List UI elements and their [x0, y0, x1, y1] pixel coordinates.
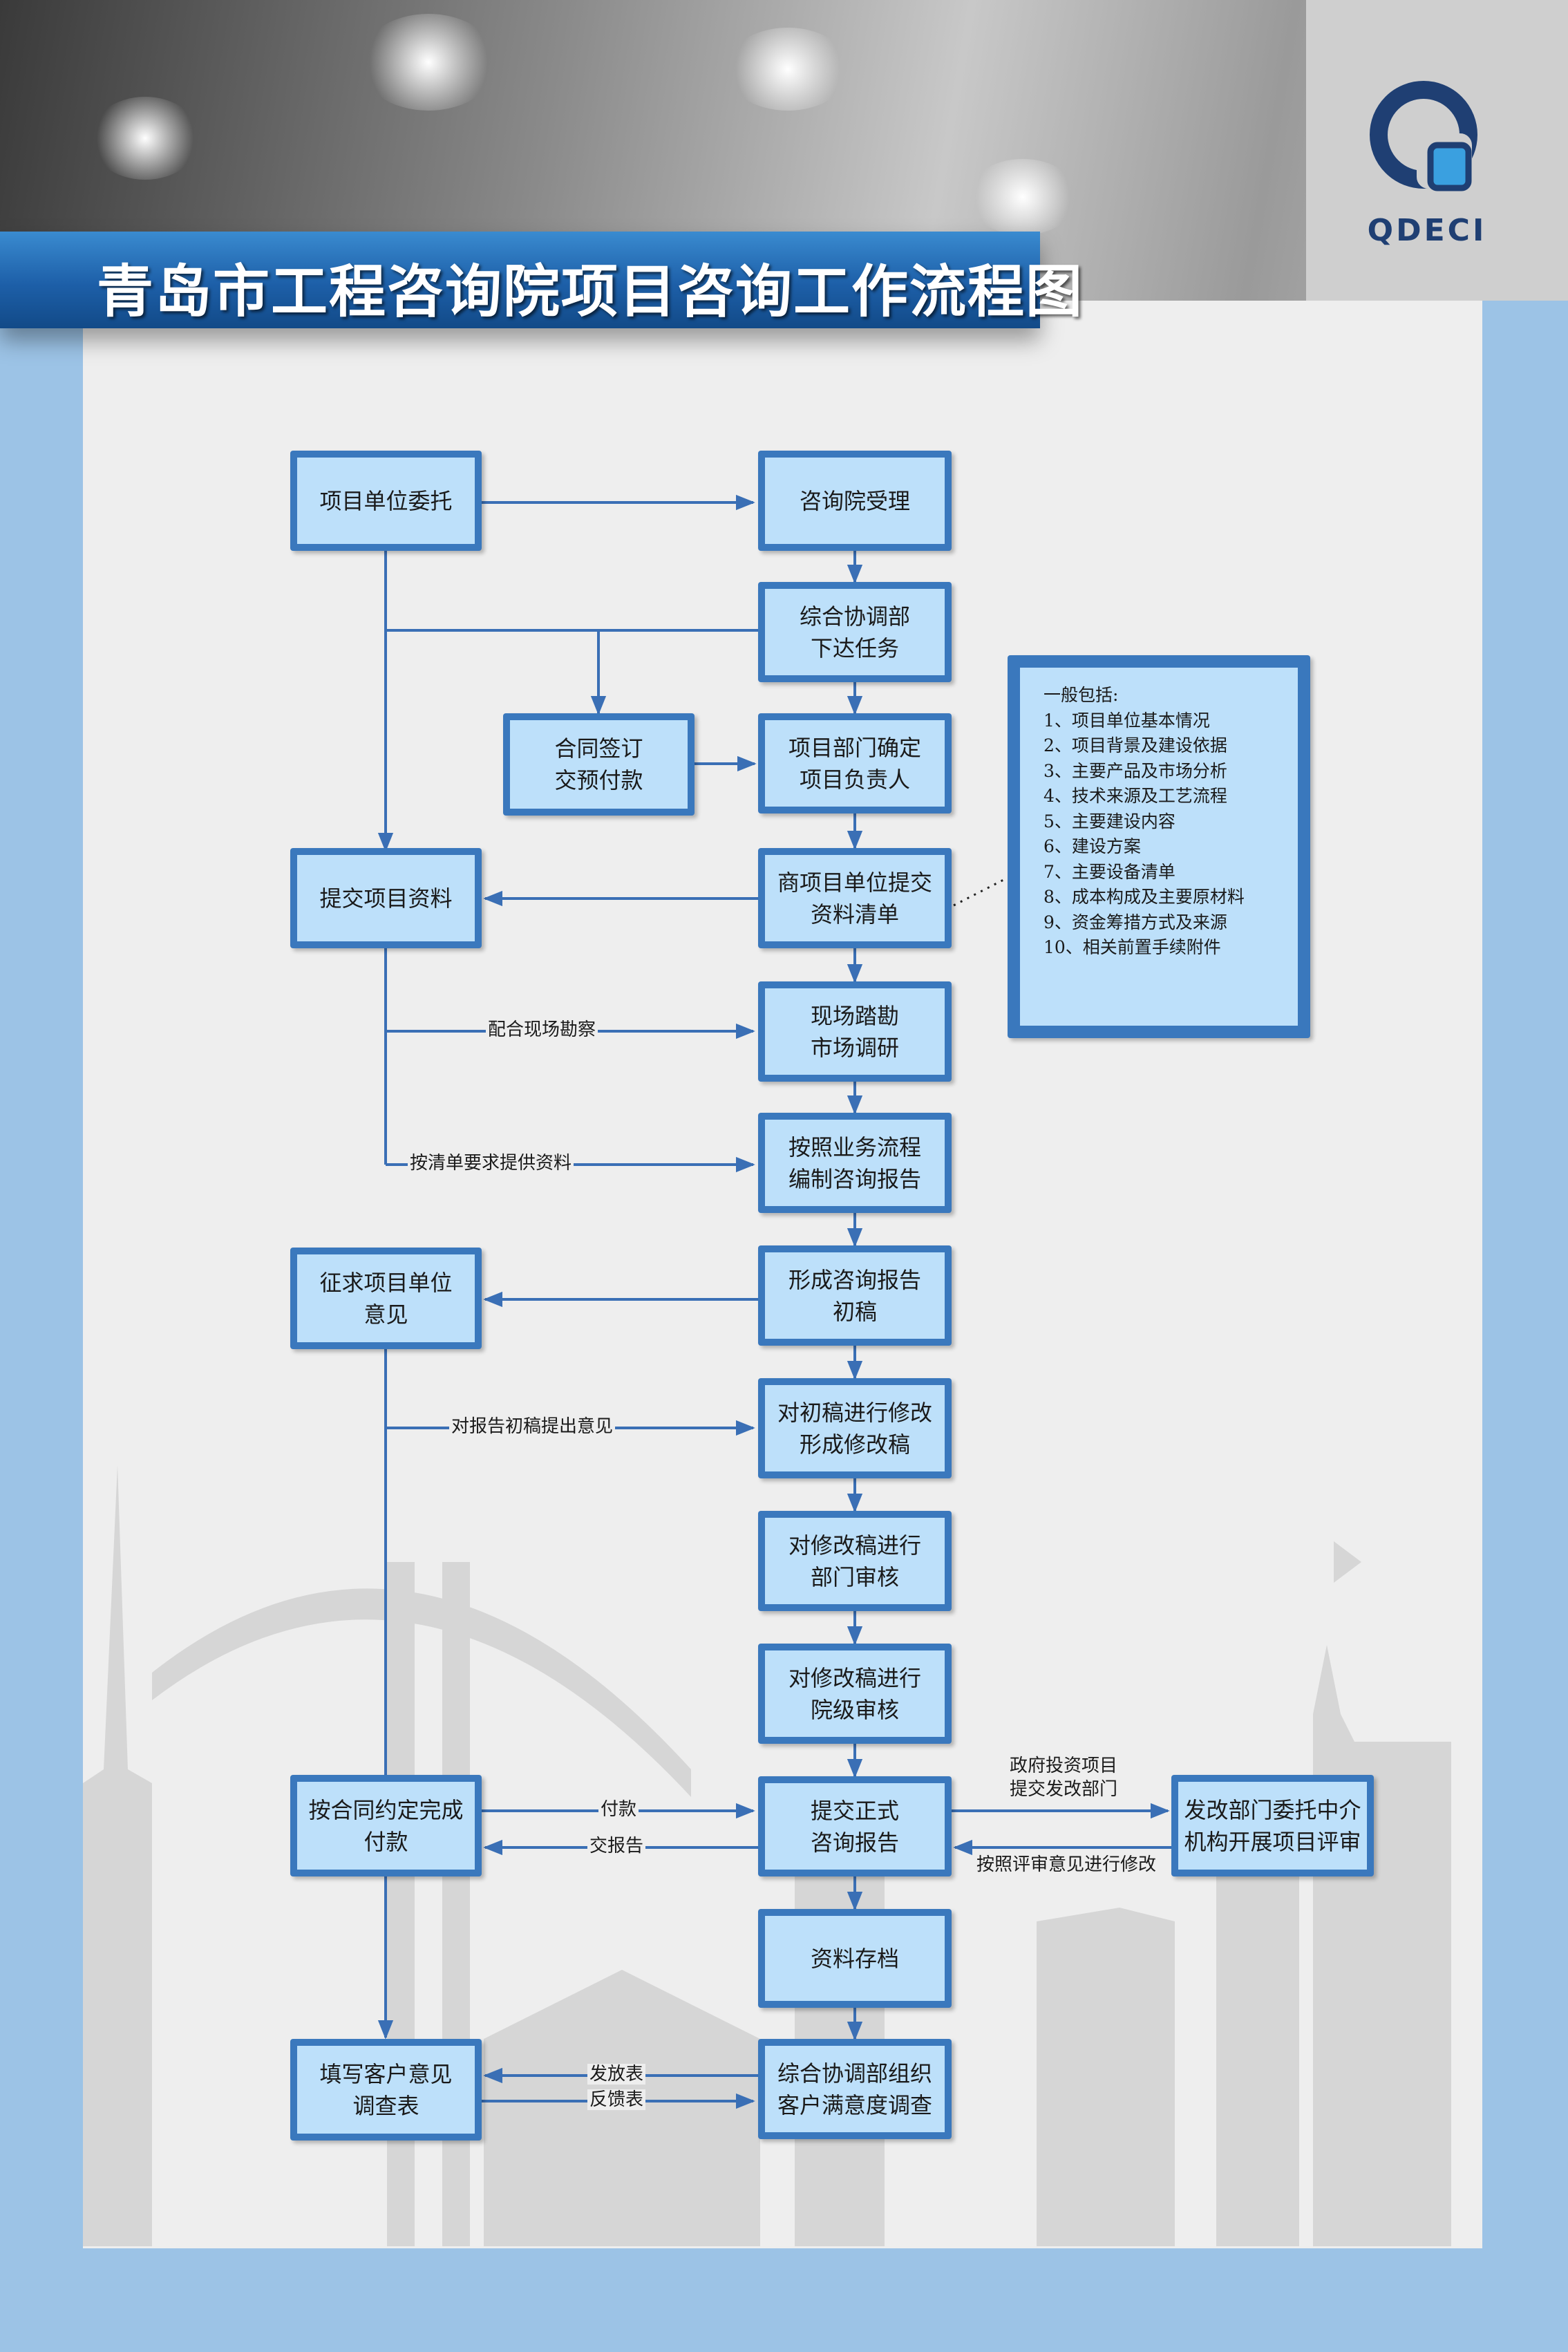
box-text: 按合同约定完成 — [308, 1796, 464, 1823]
box-text: 对初稿进行修改 — [777, 1399, 932, 1426]
box-text: 项目部门确定 — [788, 734, 921, 761]
box-institute-review: 对修改稿进行院级审核 — [758, 1644, 952, 1744]
title-bar — [0, 232, 1040, 328]
note-item: 7、主要设备清单 — [1043, 861, 1175, 882]
box-text: 资料存档 — [810, 1945, 899, 1972]
box-text: 机构开展项目评审 — [1184, 1828, 1361, 1855]
note-connector — [953, 876, 1008, 907]
qdeci-logo-icon — [1370, 81, 1477, 191]
box-contract-payment: 按合同约定完成付款 — [290, 1775, 482, 1876]
material-list-note: 一般包括: 1、项目单位基本情况 2、项目背景及建设依据 3、主要产品及市场分析… — [1008, 655, 1310, 1038]
box-ndrc-review: 发改部门委托中介机构开展项目评审 — [1171, 1775, 1374, 1876]
skyline-background — [83, 1465, 1451, 2246]
box-solicit-opinion: 征求项目单位意见 — [290, 1248, 482, 1349]
edge-label: 交报告 — [587, 1836, 646, 1856]
box-text: 交预付款 — [554, 767, 643, 793]
box-text: 市场调研 — [810, 1034, 899, 1061]
box-text: 合同签订 — [554, 735, 643, 762]
box-coord-assign: 综合协调部下达任务 — [758, 582, 952, 682]
box-text: 编制咨询报告 — [788, 1165, 921, 1192]
edge-label: 配合现场勘察 — [486, 1019, 598, 1040]
note-item: 8、成本构成及主要原材料 — [1043, 887, 1245, 907]
box-text: 客户满意度调查 — [777, 2091, 932, 2118]
box-contract-sign: 合同签订交预付款 — [503, 713, 695, 816]
box-text: 综合协调部组织 — [777, 2060, 932, 2087]
box-text: 资料清单 — [810, 901, 899, 928]
box-text: 提交项目资料 — [319, 885, 453, 912]
box-text: 部门审核 — [810, 1563, 899, 1590]
box-text: 现场踏勘 — [810, 1002, 899, 1029]
box-site-survey: 现场踏勘市场调研 — [758, 981, 952, 1082]
box-text: 综合协调部 — [799, 603, 910, 630]
box-text: 初稿 — [832, 1298, 877, 1325]
box-text: 对修改稿进行 — [788, 1532, 921, 1559]
box-text: 对修改稿进行 — [788, 1664, 921, 1691]
box-client-entrust: 项目单位委托 — [290, 451, 482, 551]
note-item: 6、建设方案 — [1043, 836, 1141, 856]
box-text: 院级审核 — [810, 1696, 899, 1723]
box-material-list: 商项目单位提交资料清单 — [758, 848, 952, 948]
box-text: 项目单位委托 — [319, 487, 453, 514]
edge-label: 按照评审意见进行修改 — [976, 1854, 1157, 1875]
page-title: 青岛市工程咨询院项目咨询工作流程图 — [97, 259, 1084, 325]
box-text: 调查表 — [352, 2092, 419, 2119]
edge-label: 对报告初稿提出意见 — [449, 1416, 616, 1437]
note-item: 3、主要产品及市场分析 — [1043, 760, 1227, 781]
box-institute-accept: 咨询院受理 — [758, 451, 952, 551]
box-fill-survey: 填写客户意见调查表 — [290, 2039, 482, 2141]
edge-label: 付款 — [598, 1799, 639, 1820]
box-text: 征求项目单位 — [319, 1269, 453, 1296]
edge-label: 政府投资项目 — [1010, 1756, 1118, 1776]
box-dept-review: 对修改稿进行部门审核 — [758, 1511, 952, 1611]
box-text: 填写客户意见 — [319, 2060, 453, 2087]
box-text: 付款 — [363, 1828, 408, 1855]
note-item: 4、技术来源及工艺流程 — [1043, 786, 1227, 806]
edge-label: 反馈表 — [587, 2089, 646, 2110]
box-text: 咨询报告 — [810, 1829, 899, 1856]
box-compile-report: 按照业务流程编制咨询报告 — [758, 1113, 952, 1213]
note-heading: 一般包括: — [1043, 685, 1119, 705]
note-item: 10、相关前置手续附件 — [1043, 937, 1221, 957]
box-archive: 资料存档 — [758, 1909, 952, 2008]
note-item: 5、主要建设内容 — [1043, 811, 1175, 831]
box-formal-report: 提交正式咨询报告 — [758, 1776, 952, 1876]
box-revise-draft: 对初稿进行修改形成修改稿 — [758, 1378, 952, 1478]
box-text: 形成咨询报告 — [788, 1266, 921, 1293]
box-submit-materials: 提交项目资料 — [290, 848, 482, 948]
box-text: 提交正式 — [810, 1797, 899, 1824]
edge-label: 发放表 — [587, 2064, 646, 2085]
box-text: 下达任务 — [810, 634, 899, 661]
box-text: 意见 — [363, 1301, 408, 1328]
note-item: 1、项目单位基本情况 — [1043, 710, 1210, 731]
box-text: 形成修改稿 — [799, 1431, 910, 1458]
box-text: 发改部门委托中介 — [1184, 1796, 1361, 1823]
logo-text: QDECI — [1367, 213, 1487, 248]
box-text: 咨询院受理 — [799, 487, 910, 514]
edge-label: 提交发改部门 — [1010, 1779, 1118, 1800]
box-satisfaction-survey: 综合协调部组织客户满意度调查 — [758, 2039, 952, 2139]
box-draft-report: 形成咨询报告初稿 — [758, 1245, 952, 1346]
box-text: 商项目单位提交 — [777, 869, 932, 896]
edge-label: 按清单要求提供资料 — [408, 1153, 574, 1174]
box-dept-lead: 项目部门确定项目负责人 — [758, 713, 952, 813]
box-text: 项目负责人 — [799, 766, 910, 793]
note-item: 2、项目背景及建设依据 — [1043, 735, 1227, 755]
box-text: 按照业务流程 — [788, 1133, 921, 1160]
note-item: 9、资金筹措方式及来源 — [1043, 912, 1227, 932]
